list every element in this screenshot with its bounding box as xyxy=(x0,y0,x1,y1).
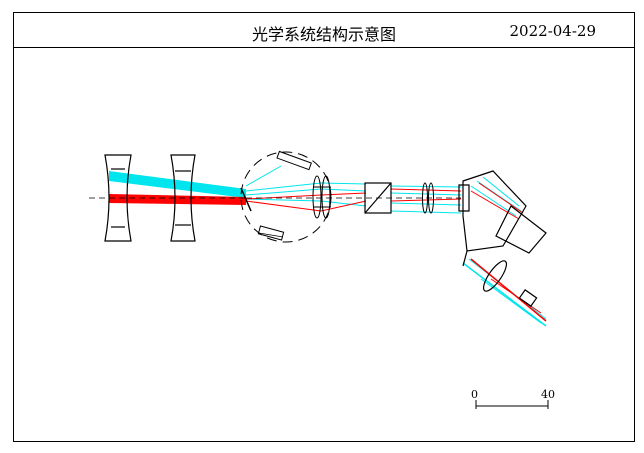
optical-layout-drawing: 0 40 xyxy=(89,150,555,409)
lens-element-2 xyxy=(170,154,196,242)
scan-mirror-assembly xyxy=(240,150,332,243)
header-bar: 光学系统结构示意图 2022-04-29 xyxy=(14,13,634,48)
lens-group-3 xyxy=(422,182,434,214)
beam-splitter-cube xyxy=(364,182,392,214)
scale-bar-start-label: 0 xyxy=(471,388,478,401)
lens-element-1 xyxy=(104,154,132,242)
red-ray-bundle xyxy=(109,182,547,322)
scale-bar xyxy=(475,400,549,409)
relay-lens xyxy=(312,175,331,219)
page-title: 光学系统结构示意图 xyxy=(251,25,396,44)
scale-bar-end-label: 40 xyxy=(541,388,555,401)
date-label: 2022-04-29 xyxy=(509,22,596,40)
fold-prism xyxy=(458,170,547,267)
eyepiece-lens xyxy=(482,260,538,307)
cyan-ray-bundle xyxy=(109,165,547,327)
diagram-frame: 光学系统结构示意图 2022-04-29 xyxy=(13,12,635,442)
